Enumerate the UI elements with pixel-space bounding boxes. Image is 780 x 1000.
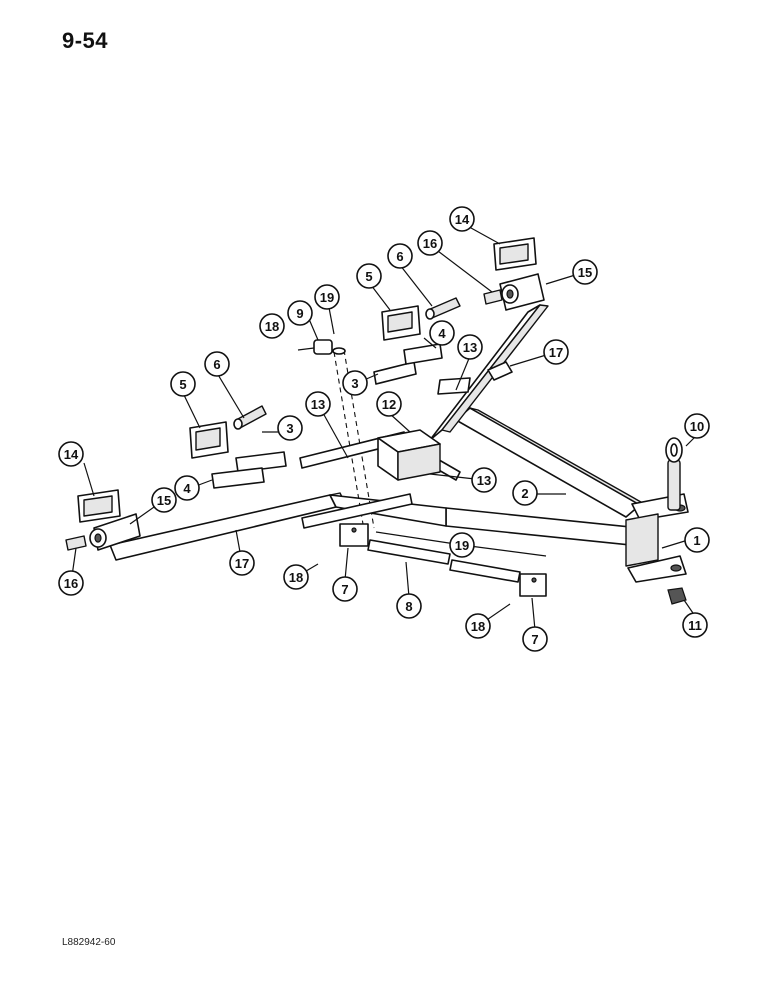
svg-text:3: 3 [286, 421, 293, 436]
bracket-14-right [493, 237, 537, 271]
callout-3b: 3 [342, 370, 368, 396]
callout-18b: 18 [465, 613, 491, 639]
callout-4: 4 [174, 475, 200, 501]
callout-11: 11 [682, 612, 708, 638]
callout-10: 10 [684, 413, 710, 439]
hitch-1 [625, 493, 689, 583]
svg-text:1: 1 [693, 533, 700, 548]
callout-6: 6 [204, 351, 230, 377]
svg-text:12: 12 [382, 397, 396, 412]
pin-6 [233, 297, 461, 430]
callout-13: 13 [305, 391, 331, 417]
svg-text:13: 13 [311, 397, 325, 412]
callout-18c: 18 [259, 313, 285, 339]
tube-2 [455, 407, 649, 518]
callout-5: 5 [170, 371, 196, 397]
callout-13b: 13 [457, 334, 483, 360]
callout-1: 1 [684, 527, 710, 553]
svg-text:7: 7 [531, 632, 538, 647]
svg-text:19: 19 [455, 538, 469, 553]
bar-8 [367, 539, 521, 583]
callout-3: 3 [277, 415, 303, 441]
svg-text:5: 5 [365, 269, 372, 284]
svg-text:7: 7 [341, 582, 348, 597]
callout-13c: 13 [471, 467, 497, 493]
page-number: 9-54 [62, 28, 109, 53]
svg-text:17: 17 [235, 556, 249, 571]
bracket-7 [339, 523, 547, 597]
svg-text:6: 6 [396, 249, 403, 264]
callout-12: 12 [376, 391, 402, 417]
figure-code: L882942-60 [62, 937, 116, 948]
callout-16b: 16 [417, 230, 443, 256]
upper-arm [429, 304, 549, 441]
callout-15b: 15 [572, 259, 598, 285]
bar-3 [235, 361, 417, 473]
pin-10 [665, 437, 683, 511]
callout-15: 15 [151, 487, 177, 513]
svg-text:8: 8 [405, 599, 412, 614]
bracket-14-left [77, 489, 121, 523]
svg-text:18: 18 [265, 319, 279, 334]
svg-text:16: 16 [423, 236, 437, 251]
callout-7b: 7 [522, 626, 548, 652]
svg-text:16: 16 [64, 576, 78, 591]
bracket-5 [189, 305, 421, 459]
svg-text:4: 4 [438, 326, 446, 341]
svg-text:3: 3 [351, 376, 358, 391]
callout-7: 7 [332, 576, 358, 602]
tube-12 [377, 429, 441, 481]
svg-text:17: 17 [549, 345, 563, 360]
bracket-15-right [483, 273, 545, 311]
svg-text:13: 13 [477, 473, 491, 488]
bar-4 [211, 343, 443, 489]
svg-text:10: 10 [690, 419, 704, 434]
callout-17b: 17 [543, 339, 569, 365]
callout-8: 8 [396, 593, 422, 619]
svg-text:11: 11 [688, 618, 702, 633]
clip-11 [667, 587, 687, 605]
callout-2: 2 [512, 480, 538, 506]
callout-4b: 4 [429, 320, 455, 346]
callout-19: 19 [449, 532, 475, 558]
svg-text:18: 18 [289, 570, 303, 585]
svg-text:2: 2 [521, 486, 528, 501]
svg-text:5: 5 [179, 377, 186, 392]
callout-14b: 14 [449, 206, 475, 232]
main-beam [109, 492, 641, 561]
svg-text:9: 9 [296, 306, 303, 321]
callout-19b: 19 [314, 284, 340, 310]
callout-5b: 5 [356, 263, 382, 289]
callout-16: 16 [58, 570, 84, 596]
callout-17: 17 [229, 550, 255, 576]
svg-text:14: 14 [64, 447, 79, 462]
bracket-15-left [65, 513, 141, 551]
svg-text:15: 15 [157, 493, 171, 508]
clamp-9 [297, 339, 333, 355]
svg-text:4: 4 [183, 481, 191, 496]
callout-9: 9 [287, 300, 313, 326]
svg-text:13: 13 [463, 340, 477, 355]
callout-14: 14 [58, 441, 84, 467]
svg-text:19: 19 [320, 290, 334, 305]
callout-18: 18 [283, 564, 309, 590]
leader-lines [70, 222, 698, 631]
svg-text:14: 14 [455, 212, 470, 227]
callout-6b: 6 [387, 243, 413, 269]
svg-text:6: 6 [213, 357, 220, 372]
svg-text:15: 15 [578, 265, 592, 280]
svg-text:18: 18 [471, 619, 485, 634]
